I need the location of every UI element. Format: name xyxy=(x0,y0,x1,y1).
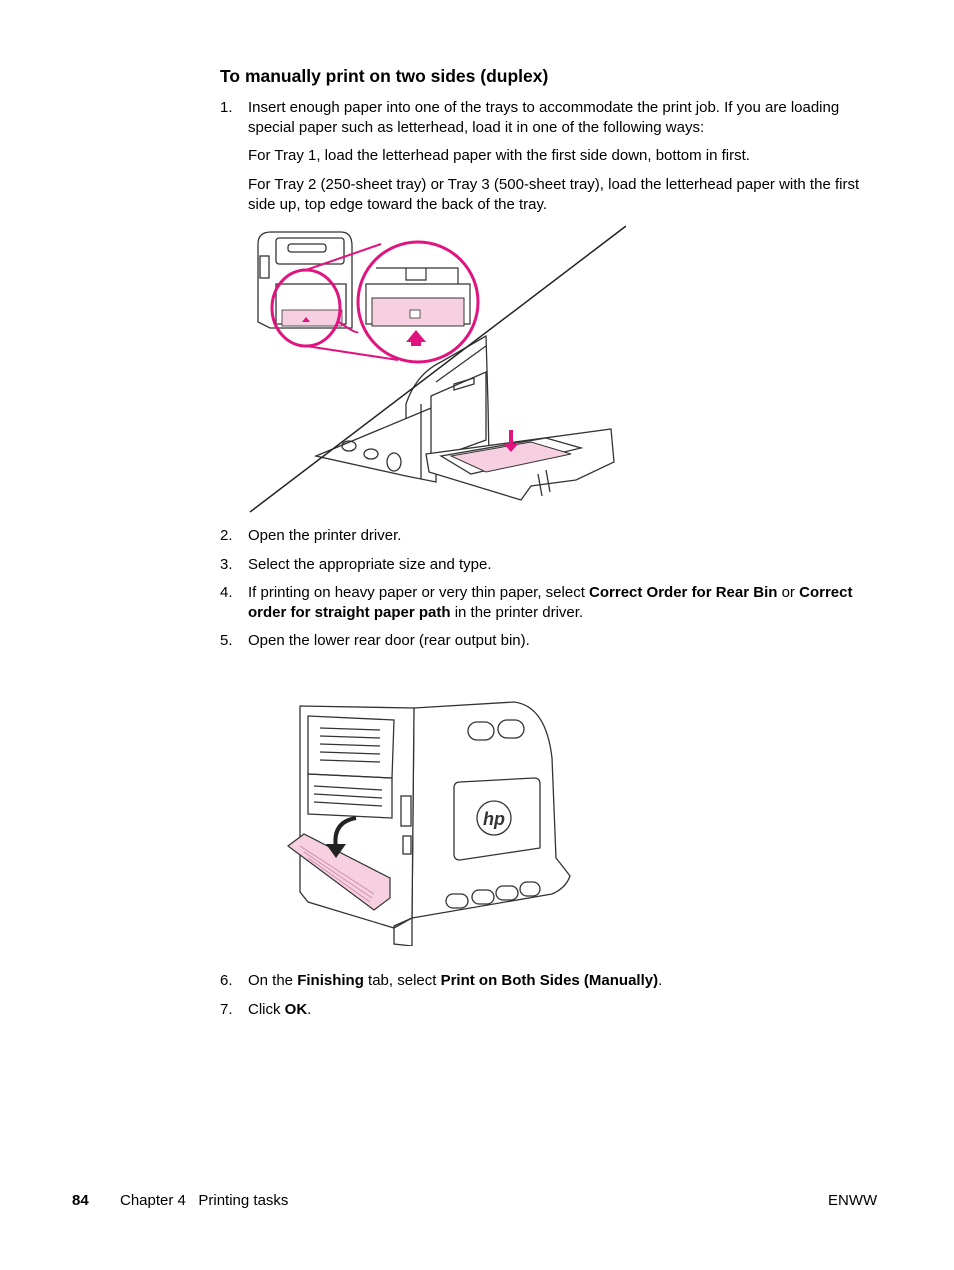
step-text: Open the lower rear door (rear output bi… xyxy=(248,632,530,649)
option-rear-bin: Correct Order for Rear Bin xyxy=(589,584,778,601)
step-number: 3. xyxy=(220,556,233,573)
step-text: Insert enough paper into one of the tray… xyxy=(248,99,840,136)
step-number: 1. xyxy=(220,99,233,116)
hp-logo-text: hp xyxy=(483,809,505,829)
rear-door-illustration: hp xyxy=(286,701,571,946)
tray1-note: For Tray 1, load the letterhead paper wi… xyxy=(248,147,750,164)
step-text: On the Finishing tab, select Print on Bo… xyxy=(248,971,878,991)
step-text-part: If printing on heavy paper or very thin … xyxy=(248,584,590,601)
step-number: 2. xyxy=(220,527,233,544)
step-text-part: . xyxy=(658,972,663,989)
chapter-title: Chapter 4 Printing tasks xyxy=(120,1192,289,1209)
section-heading: To manually print on two sides (duplex) xyxy=(220,66,549,86)
step-number: 5. xyxy=(220,632,233,649)
tray-loading-illustration xyxy=(249,225,626,513)
step-text: Click OK. xyxy=(248,1000,878,1020)
step-text: Open the printer driver. xyxy=(248,527,402,544)
step-text-part: or xyxy=(777,584,800,601)
step-text-part: Click xyxy=(248,1001,285,1018)
step-text-part: . xyxy=(307,1001,312,1018)
finishing-tab-label: Finishing xyxy=(297,972,364,989)
manual-duplex-option: Print on Both Sides (Manually) xyxy=(440,972,659,989)
tray23-note: For Tray 2 (250-sheet tray) or Tray 3 (5… xyxy=(248,176,860,213)
step-number: 7. xyxy=(220,1001,233,1018)
ok-button-label: OK xyxy=(284,1001,308,1018)
step-text: Select the appropriate size and type. xyxy=(248,556,492,573)
step-text-part: On the xyxy=(248,972,298,989)
step-text-part: in the printer driver. xyxy=(450,604,584,621)
step-text-part: tab, select xyxy=(363,972,441,989)
footer-right-label: ENWW xyxy=(828,1192,878,1209)
step-text: If printing on heavy paper or very thin … xyxy=(248,583,878,623)
step-number: 4. xyxy=(220,584,233,601)
page-number: 84 xyxy=(72,1192,89,1209)
step-number: 6. xyxy=(220,972,233,989)
option-straight-path: Correct order for straight paper path xyxy=(248,584,853,621)
